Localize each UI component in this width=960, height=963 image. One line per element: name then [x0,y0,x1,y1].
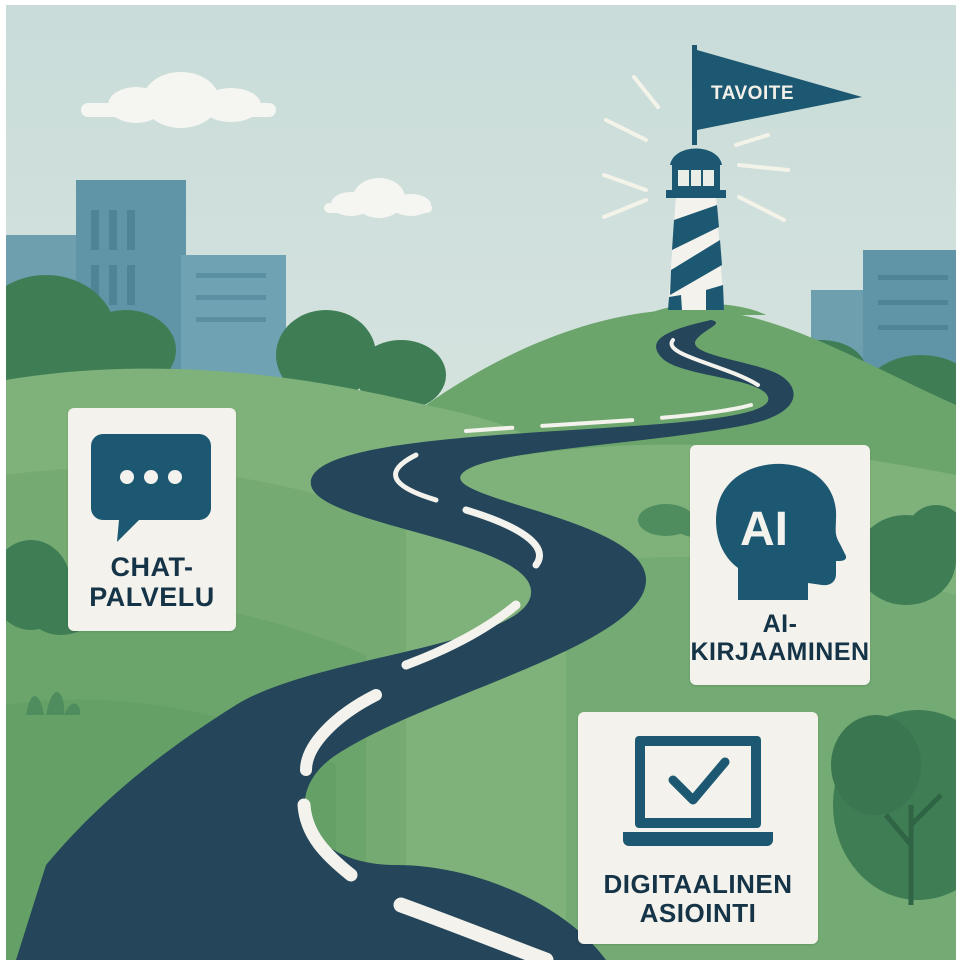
laptop-check-icon [623,736,773,846]
flag-label: TAVOITE [711,83,795,104]
chat-service-card: CHAT- PALVELU [68,408,236,631]
light-rays [602,75,790,222]
road-markings [297,338,760,960]
road [16,320,794,960]
chat-bubble-icon [91,434,211,542]
shrub-right [856,505,956,605]
cloud [81,72,276,128]
illustration: TAVOITE CHAT- PALVELU AI AI- KIRJAAMINEN [6,5,956,960]
chat-service-line-1: CHAT- [110,552,194,582]
ai-documentation-line-1: AI- [762,610,798,638]
lighthouse-icon [666,45,726,310]
chat-service-label: CHAT- PALVELU [68,552,236,612]
cloud [324,178,432,218]
trees-left [6,275,446,410]
ai-documentation-card: AI AI- KIRJAAMINEN [690,445,870,685]
digital-services-label: DIGITAALINEN ASIOINTI [578,869,818,929]
chat-service-line-2: PALVELU [89,582,215,613]
ai-badge: AI [740,503,788,556]
digital-services-card: DIGITAALINEN ASIOINTI [578,712,818,944]
ai-documentation-line-2: KIRJAAMINEN [690,638,870,666]
ai-documentation-label: AI- KIRJAAMINEN [690,610,870,666]
flag-icon [697,50,862,130]
ai-head-icon [716,463,846,600]
grass-left [26,691,81,715]
digital-services-line-2: ASIOINTI [639,898,757,929]
tree-right-front [831,710,956,905]
digital-services-line-1: DIGITAALINEN [603,869,793,899]
